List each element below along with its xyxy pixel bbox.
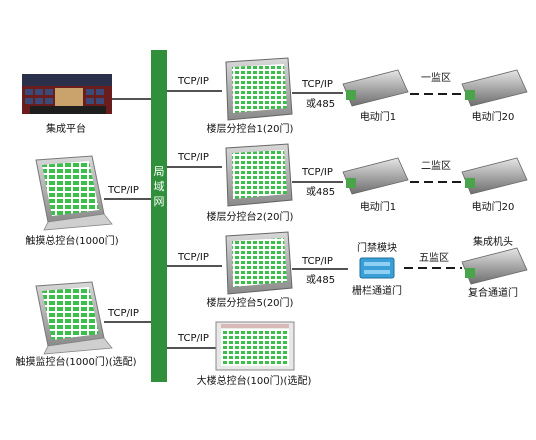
access-module-label: 门禁模块 [357, 243, 397, 254]
row2-door-a-label: 电动门1 [359, 202, 397, 213]
floor-controller-2-label: 楼层分控台2(20门) [206, 212, 294, 223]
integration-platform-image [22, 74, 112, 114]
connection-lines [104, 90, 348, 349]
building-console-label: 大楼总控台(100门)(选配) [196, 376, 312, 387]
row1-door-a-label: 电动门1 [359, 112, 397, 123]
zone-links [404, 93, 462, 269]
touch-master-console-image [35, 155, 113, 231]
row2-link-alt-label: 或485 [306, 187, 336, 198]
door-20-row2-image [461, 157, 528, 195]
floor-controller-5-label: 楼层分控台5(20门) [206, 298, 294, 309]
floor-controller-1-label: 楼层分控台1(20门) [206, 124, 294, 135]
row3-link-label: TCP/IP [302, 256, 333, 267]
touch-monitor-console-image [35, 281, 113, 355]
touch-monitor-tcpip-label: TCP/IP [108, 308, 139, 319]
row3-tcpip-label: TCP/IP [178, 252, 209, 263]
row2-link-label: TCP/IP [302, 167, 333, 178]
lan-bus-label: 局 域 网 [152, 164, 166, 209]
touch-master-tcpip-label: TCP/IP [108, 185, 139, 196]
lan-char-1: 局 [153, 165, 165, 178]
row3-zone-label: 五监区 [419, 253, 449, 264]
integrated-head-label: 集成机头 [473, 237, 513, 248]
composite-door-label: 复合通道门 [468, 288, 518, 299]
door-20-row1-image [461, 69, 528, 107]
integration-platform-label: 集成平台 [46, 124, 86, 135]
door-1-row2-image [342, 157, 409, 195]
floor-controller-1-image [225, 57, 293, 121]
lan-char-2: 域 [153, 180, 165, 193]
door-1-row1-image [342, 69, 409, 107]
floor-controller-2-image [225, 143, 293, 207]
floor-controller-5-image [225, 231, 293, 295]
building-tcpip-label: TCP/IP [178, 333, 209, 344]
row1-door-b-label: 电动门20 [471, 112, 515, 123]
row1-tcpip-label: TCP/IP [178, 76, 209, 87]
lan-bus [151, 50, 167, 382]
row1-zone-label: 一监区 [421, 73, 451, 84]
lan-char-3: 网 [153, 195, 165, 208]
touch-monitor-label: 触摸监控台(1000门)(选配) [15, 357, 137, 368]
row1-link-alt-label: 或485 [306, 99, 336, 110]
row3-link-alt-label: 或485 [306, 275, 336, 286]
row1-link-label: TCP/IP [302, 79, 333, 90]
integrated-head-image [461, 247, 528, 285]
row2-door-b-label: 电动门20 [471, 202, 515, 213]
building-console-image [215, 321, 295, 371]
touch-master-label: 触摸总控台(1000门) [25, 236, 119, 247]
access-module-image [359, 257, 395, 279]
row2-tcpip-label: TCP/IP [178, 152, 209, 163]
row2-zone-label: 二监区 [421, 161, 451, 172]
barrier-door-label: 栅栏通道门 [352, 286, 402, 297]
